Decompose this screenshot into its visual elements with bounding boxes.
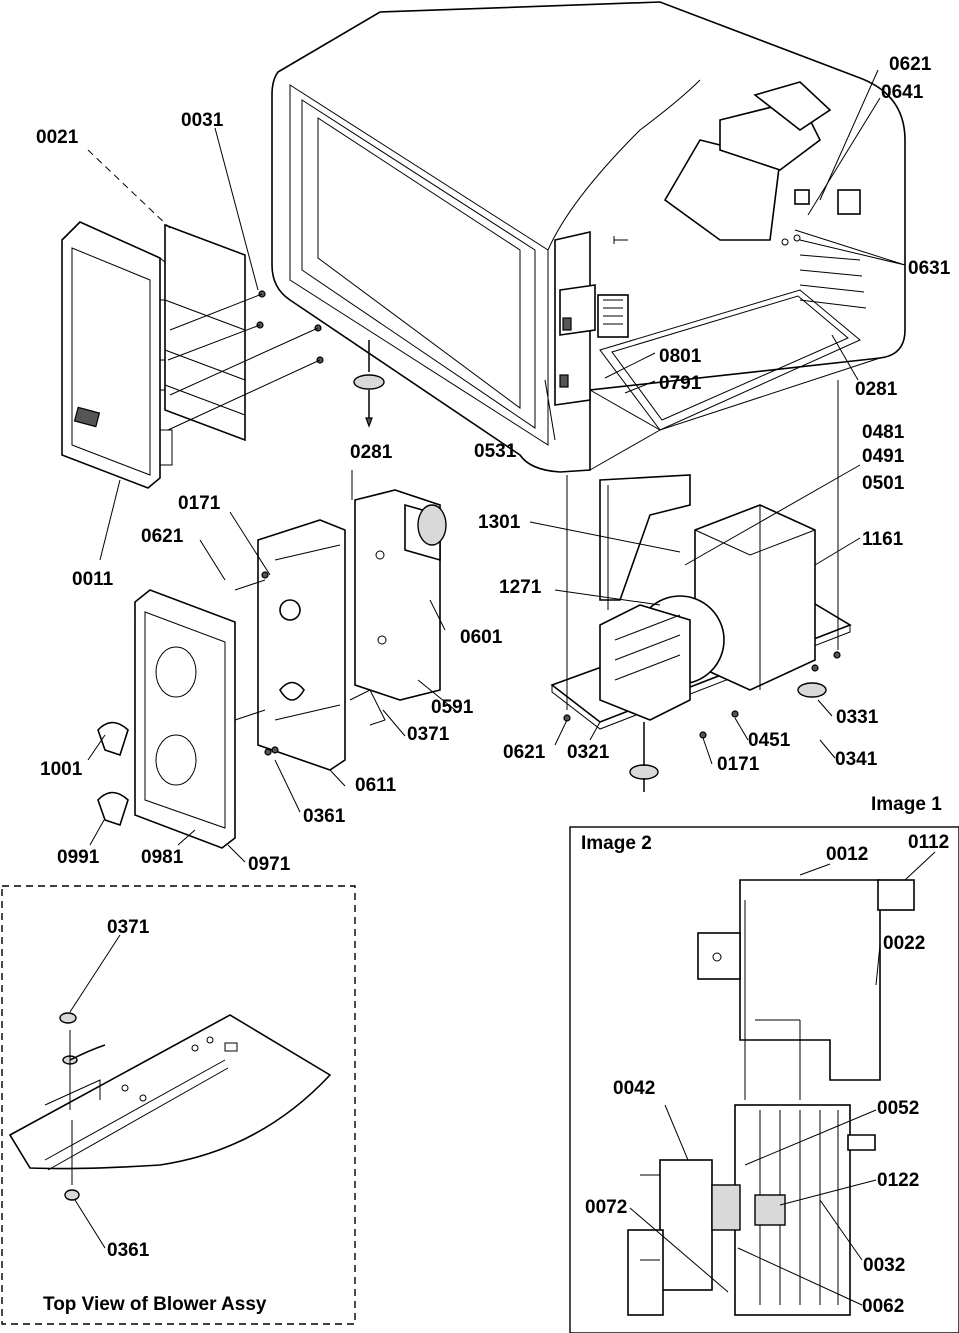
label-1161: 1161 — [862, 529, 904, 550]
label-0531: 0531 — [474, 441, 517, 462]
cabinet-assembly — [271, 1, 906, 473]
label-0062: 0062 — [862, 1296, 904, 1317]
label-0171-upper: 0171 — [178, 493, 221, 514]
part-labels: 0021 0031 0011 0281 0281 0621 0641 0631 … — [36, 54, 951, 1317]
label-0601: 0601 — [460, 627, 503, 648]
blower-top-view-inset — [1, 885, 356, 1325]
caption-blower-top-view: Top View of Blower Assy — [43, 1294, 267, 1315]
label-0281-rear: 0281 — [855, 379, 898, 400]
label-0631: 0631 — [908, 258, 951, 279]
label-0072: 0072 — [585, 1197, 627, 1218]
label-0481: 0481 — [862, 422, 905, 443]
base-plate-assembly — [550, 380, 852, 792]
label-0971: 0971 — [248, 854, 291, 875]
label-0621-top: 0621 — [889, 54, 932, 75]
label-0361-inset: 0361 — [107, 1240, 150, 1261]
control-bracket-assembly — [234, 489, 447, 771]
label-0021: 0021 — [36, 127, 79, 148]
front-panel-knobs — [97, 589, 236, 849]
label-0122: 0122 — [877, 1170, 919, 1191]
label-1001: 1001 — [40, 759, 83, 780]
label-0031: 0031 — [181, 110, 224, 131]
image2-inset — [569, 826, 959, 1333]
label-0371-inset: 0371 — [107, 917, 150, 938]
label-0042: 0042 — [613, 1078, 655, 1099]
label-0371-main: 0371 — [407, 724, 450, 745]
label-0361-main: 0361 — [303, 806, 346, 827]
label-0281-front: 0281 — [350, 442, 393, 463]
control-panel-frame — [61, 221, 324, 489]
label-0611: 0611 — [355, 775, 397, 796]
label-0052: 0052 — [877, 1098, 919, 1119]
label-0801: 0801 — [659, 346, 702, 367]
label-0491: 0491 — [862, 446, 905, 467]
label-0012: 0012 — [826, 844, 868, 865]
label-0022: 0022 — [883, 933, 925, 954]
label-0501: 0501 — [862, 473, 905, 494]
label-0991: 0991 — [57, 847, 100, 868]
label-0621-base: 0621 — [503, 742, 546, 763]
label-0791: 0791 — [659, 373, 702, 394]
label-0321: 0321 — [567, 742, 610, 763]
label-0981: 0981 — [141, 847, 184, 868]
label-0621-left: 0621 — [141, 526, 184, 547]
label-1301: 1301 — [478, 512, 521, 533]
caption-image2: Image 2 — [581, 833, 652, 854]
label-0641: 0641 — [881, 82, 924, 103]
label-0032: 0032 — [863, 1255, 905, 1276]
leader-lines — [69, 69, 936, 1306]
label-0171-base: 0171 — [717, 754, 760, 775]
label-0451: 0451 — [748, 730, 791, 751]
caption-image1: Image 1 — [871, 794, 942, 815]
label-0331: 0331 — [836, 707, 879, 728]
label-0591: 0591 — [431, 697, 474, 718]
label-0341: 0341 — [835, 749, 878, 770]
captions: Image 1 Image 2 Top View of Blower Assy — [43, 794, 942, 1315]
label-1271: 1271 — [499, 577, 542, 598]
label-0112: 0112 — [908, 832, 949, 853]
label-0011: 0011 — [72, 569, 114, 590]
